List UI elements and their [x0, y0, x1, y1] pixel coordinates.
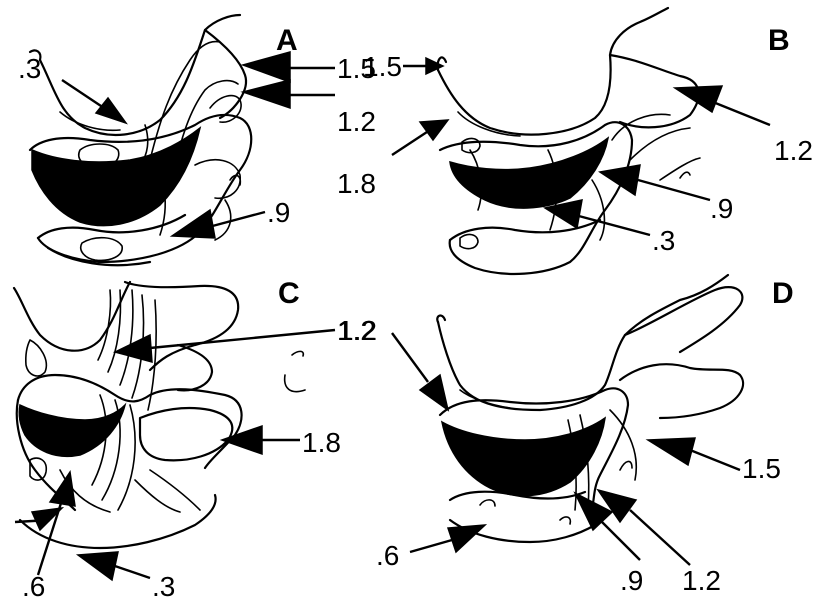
arrowhead-icon	[448, 525, 485, 552]
arrowhead-icon	[600, 165, 640, 195]
arrowhead-icon	[32, 508, 62, 530]
panel-d-annotation-0: 1.2	[337, 315, 448, 410]
value-label: .9	[267, 197, 290, 228]
value-label: .3	[18, 53, 41, 84]
panel-c-label: C	[278, 277, 300, 310]
value-label: 1.2	[337, 106, 376, 137]
panel-c-annotation-3: .3	[78, 552, 175, 602]
panel-a-annotation-1: 1.5	[243, 52, 376, 84]
value-label: 1.8	[337, 168, 376, 199]
value-label: 1.2	[337, 315, 376, 346]
value-label: 1.2	[682, 565, 721, 596]
panel-b-annotation-0: 1.5	[363, 51, 443, 82]
arrowhead-icon	[78, 552, 118, 580]
panel-b-annotation-2: .9	[600, 165, 733, 224]
panel-a-annotation-3: 1.8	[337, 168, 376, 199]
panel-b-annotation-3: .3	[545, 200, 675, 256]
panel-a-vertebra-drawing	[30, 15, 251, 265]
value-label: .6	[22, 571, 45, 602]
panel-d-annotation-2: .6	[376, 525, 485, 571]
arrowhead-icon	[50, 472, 75, 506]
arrowhead-icon	[420, 375, 448, 410]
arrowhead-icon	[222, 426, 262, 454]
panel-d-annotation-3: .9	[575, 493, 643, 596]
panel-a-label: A	[276, 24, 298, 57]
panel-b-annotation-1: 1.2	[675, 86, 813, 166]
panel-b: B 1.5 1.2	[363, 8, 813, 274]
panel-a: A .3	[18, 15, 376, 265]
arrowhead-icon	[243, 52, 290, 82]
panel-d-annotation-1: 1.5	[648, 438, 781, 484]
panel-c: C	[14, 277, 377, 602]
panel-c-annotation-1: 1.8	[222, 426, 341, 458]
arrowhead-icon	[420, 120, 448, 140]
value-label: .9	[620, 565, 643, 596]
panel-b-label: B	[768, 24, 790, 57]
value-label: 1.2	[774, 135, 813, 166]
arrowhead-icon	[115, 335, 152, 362]
panel-d-annotation-4: 1.2	[598, 490, 721, 596]
value-label: .9	[710, 193, 733, 224]
value-label: .3	[652, 225, 675, 256]
arrowhead-icon	[243, 80, 290, 108]
value-label: .6	[376, 540, 399, 571]
value-label: .3	[152, 571, 175, 602]
panel-a-annotation-2: 1.2	[243, 80, 376, 137]
panel-d: D 1.2 1.5	[337, 275, 794, 596]
value-label: 1.5	[742, 453, 781, 484]
value-label: 1.8	[302, 427, 341, 458]
arrowhead-icon	[648, 438, 695, 465]
arrowhead-icon	[426, 58, 443, 74]
panel-d-label: D	[772, 277, 794, 310]
arrowhead-icon	[96, 98, 126, 123]
panel-a-annotation-0: .3	[18, 53, 126, 123]
value-label: 1.5	[363, 51, 402, 82]
arrowhead-icon	[675, 86, 722, 112]
arrowhead-icon	[172, 210, 215, 238]
